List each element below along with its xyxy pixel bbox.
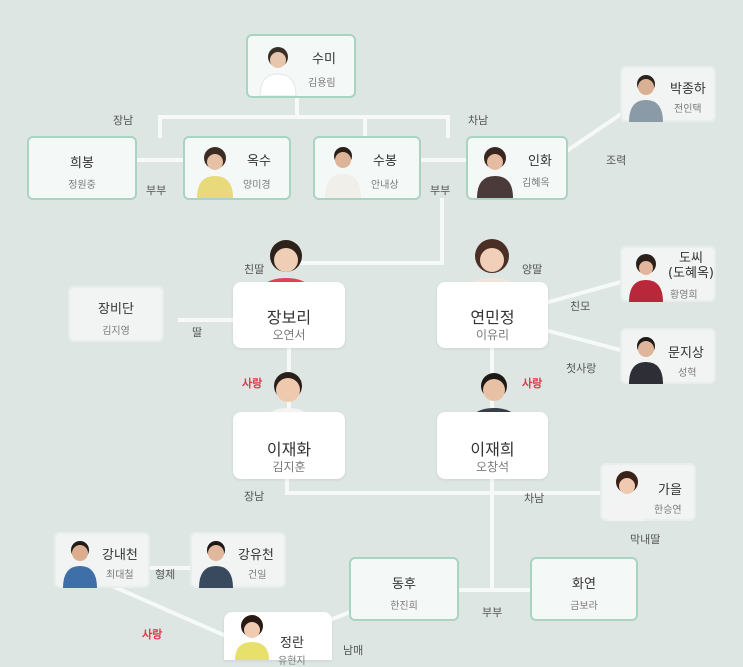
node-jangbidan[interactable]: 장비단 김지영: [68, 286, 164, 342]
label-ttal: 딸: [192, 326, 203, 339]
node-parkjongha-name: 박종하: [670, 82, 706, 97]
node-subong-actor: 안내상: [371, 180, 399, 191]
node-ijaehui-actor: 오창석: [475, 460, 510, 474]
node-dossi[interactable]: 도씨 (도혜옥) 황영희: [620, 246, 716, 302]
node-inhwa-name: 인화: [528, 154, 552, 169]
node-jangbori-actor: 오연서: [272, 328, 306, 342]
label-bubu-left: 부부: [146, 184, 167, 197]
label-magnaettal: 막내딸: [630, 533, 661, 546]
node-ijaehwa-actor: 김지훈: [272, 460, 306, 474]
node-munjisang-actor: 성혁: [678, 368, 697, 379]
person-portrait-icon: [235, 615, 269, 660]
node-yeonminjeong[interactable]: 연민정 이유리: [437, 282, 548, 348]
node-gangyucheon-name: 강유천: [238, 548, 274, 563]
node-parkjongha[interactable]: 박종하 전인택: [620, 66, 716, 122]
node-subong-name: 수봉: [373, 154, 397, 169]
node-munjisang-name: 문지상: [668, 346, 704, 361]
portrait-gaeul: [606, 467, 648, 521]
label-bubu-bottom: 부부: [482, 606, 503, 619]
node-gangyucheon[interactable]: 강유천 건일: [190, 532, 286, 588]
node-gangnaecheon[interactable]: 강내천 최대철: [54, 532, 150, 588]
node-hwayeon-name: 화연: [572, 577, 596, 592]
node-jangbori-name: 장보리: [266, 308, 312, 327]
label-bubu-right: 부부: [430, 184, 451, 197]
portrait-gangyucheon: [196, 536, 236, 588]
node-jangbidan-name: 장비단: [98, 302, 134, 317]
label-cheotsarang: 첫사랑: [566, 362, 597, 375]
node-inhwa-actor: 김혜옥: [522, 178, 550, 189]
label-chinmo: 친모: [570, 300, 591, 313]
node-yeonminjeong-name: 연민정: [470, 308, 515, 327]
node-ijaehwa-name: 이재화: [266, 440, 312, 459]
node-gangnaecheon-name: 강내천: [102, 548, 138, 563]
label-sarang-left: 사랑: [242, 377, 263, 390]
node-oksu-actor: 양미경: [243, 180, 271, 191]
node-hwayeon[interactable]: 화연 금보라: [530, 557, 638, 621]
person-portrait-icon: [629, 254, 663, 302]
node-ijaehui-name: 이재희: [470, 440, 515, 459]
node-yeonminjeong-actor: 이유리: [475, 328, 510, 342]
node-oksu[interactable]: 옥수 양미경: [183, 136, 291, 200]
label-nammae: 남매: [343, 644, 364, 657]
node-ijaehui[interactable]: 이재희 오창석: [437, 412, 548, 479]
portrait-oksu: [193, 142, 237, 198]
label-joryeok: 조력: [606, 154, 627, 167]
node-inhwa[interactable]: 인화 김혜옥: [466, 136, 568, 200]
node-dossi-name: 도씨 (도혜옥): [667, 251, 715, 281]
label-channam-mid: 차남: [524, 492, 545, 505]
portrait-munjisang: [626, 332, 666, 384]
node-gangyucheon-actor: 건일: [248, 570, 267, 581]
node-huibong-name: 희봉: [70, 156, 94, 171]
node-sumi[interactable]: 수미 김용림: [246, 34, 356, 98]
node-donghu-actor: 한진희: [390, 601, 418, 612]
label-chinttal: 친딸: [244, 263, 265, 276]
portrait-subong: [321, 142, 365, 198]
label-sarang-bottom: 사랑: [142, 628, 163, 641]
node-sumi-name: 수미: [312, 52, 336, 67]
node-munjisang[interactable]: 문지상 성혁: [620, 328, 716, 384]
person-portrait-icon: [199, 541, 233, 588]
node-dossi-actor: 황영희: [670, 290, 698, 301]
node-jeongran[interactable]: 정란 유현지: [224, 612, 332, 667]
person-portrait-icon: [609, 471, 645, 521]
node-huibong[interactable]: 희봉 정원중: [27, 136, 137, 200]
person-portrait-icon: [629, 75, 663, 122]
node-jeongran-name: 정란: [280, 636, 304, 651]
portrait-gangnaecheon: [60, 536, 100, 588]
node-parkjongha-actor: 전인택: [674, 104, 702, 115]
person-portrait-icon: [325, 147, 361, 198]
label-jangnam-top: 장남: [113, 114, 134, 127]
portrait-parkjongha: [626, 70, 666, 122]
label-yangttal: 양딸: [522, 263, 543, 276]
node-huibong-actor: 정원중: [68, 180, 96, 191]
node-ijaehwa[interactable]: 이재화 김지훈: [233, 412, 345, 479]
node-jangbidan-actor: 김지영: [102, 326, 130, 337]
label-sarang-right: 사랑: [522, 377, 543, 390]
portrait-inhwa: [474, 142, 516, 198]
node-donghu-name: 동후: [392, 577, 416, 592]
person-portrait-icon: [197, 147, 233, 198]
portrait-jeongran: [232, 612, 272, 660]
node-sumi-actor: 김용림: [308, 78, 336, 89]
person-portrait-icon: [259, 47, 297, 96]
person-portrait-icon: [629, 337, 663, 384]
portrait-dossi: [626, 250, 666, 302]
label-hyeongje: 형제: [155, 568, 176, 581]
node-subong[interactable]: 수봉 안내상: [313, 136, 421, 200]
label-jangnam-mid: 장남: [244, 490, 265, 503]
label-channam-top: 차남: [468, 114, 489, 127]
node-gangnaecheon-actor: 최대철: [106, 570, 134, 581]
node-gaeul[interactable]: 가을 한승연: [600, 463, 696, 521]
node-hwayeon-actor: 금보라: [570, 601, 598, 612]
node-oksu-name: 옥수: [247, 154, 271, 169]
node-jangbori[interactable]: 장보리 오연서: [233, 282, 345, 348]
person-portrait-icon: [63, 541, 97, 588]
node-gaeul-actor: 한승연: [654, 505, 682, 516]
portrait-sumi: [256, 40, 300, 96]
person-portrait-icon: [477, 147, 513, 198]
node-gaeul-name: 가을: [658, 483, 682, 498]
node-donghu[interactable]: 동후 한진희: [349, 557, 459, 621]
